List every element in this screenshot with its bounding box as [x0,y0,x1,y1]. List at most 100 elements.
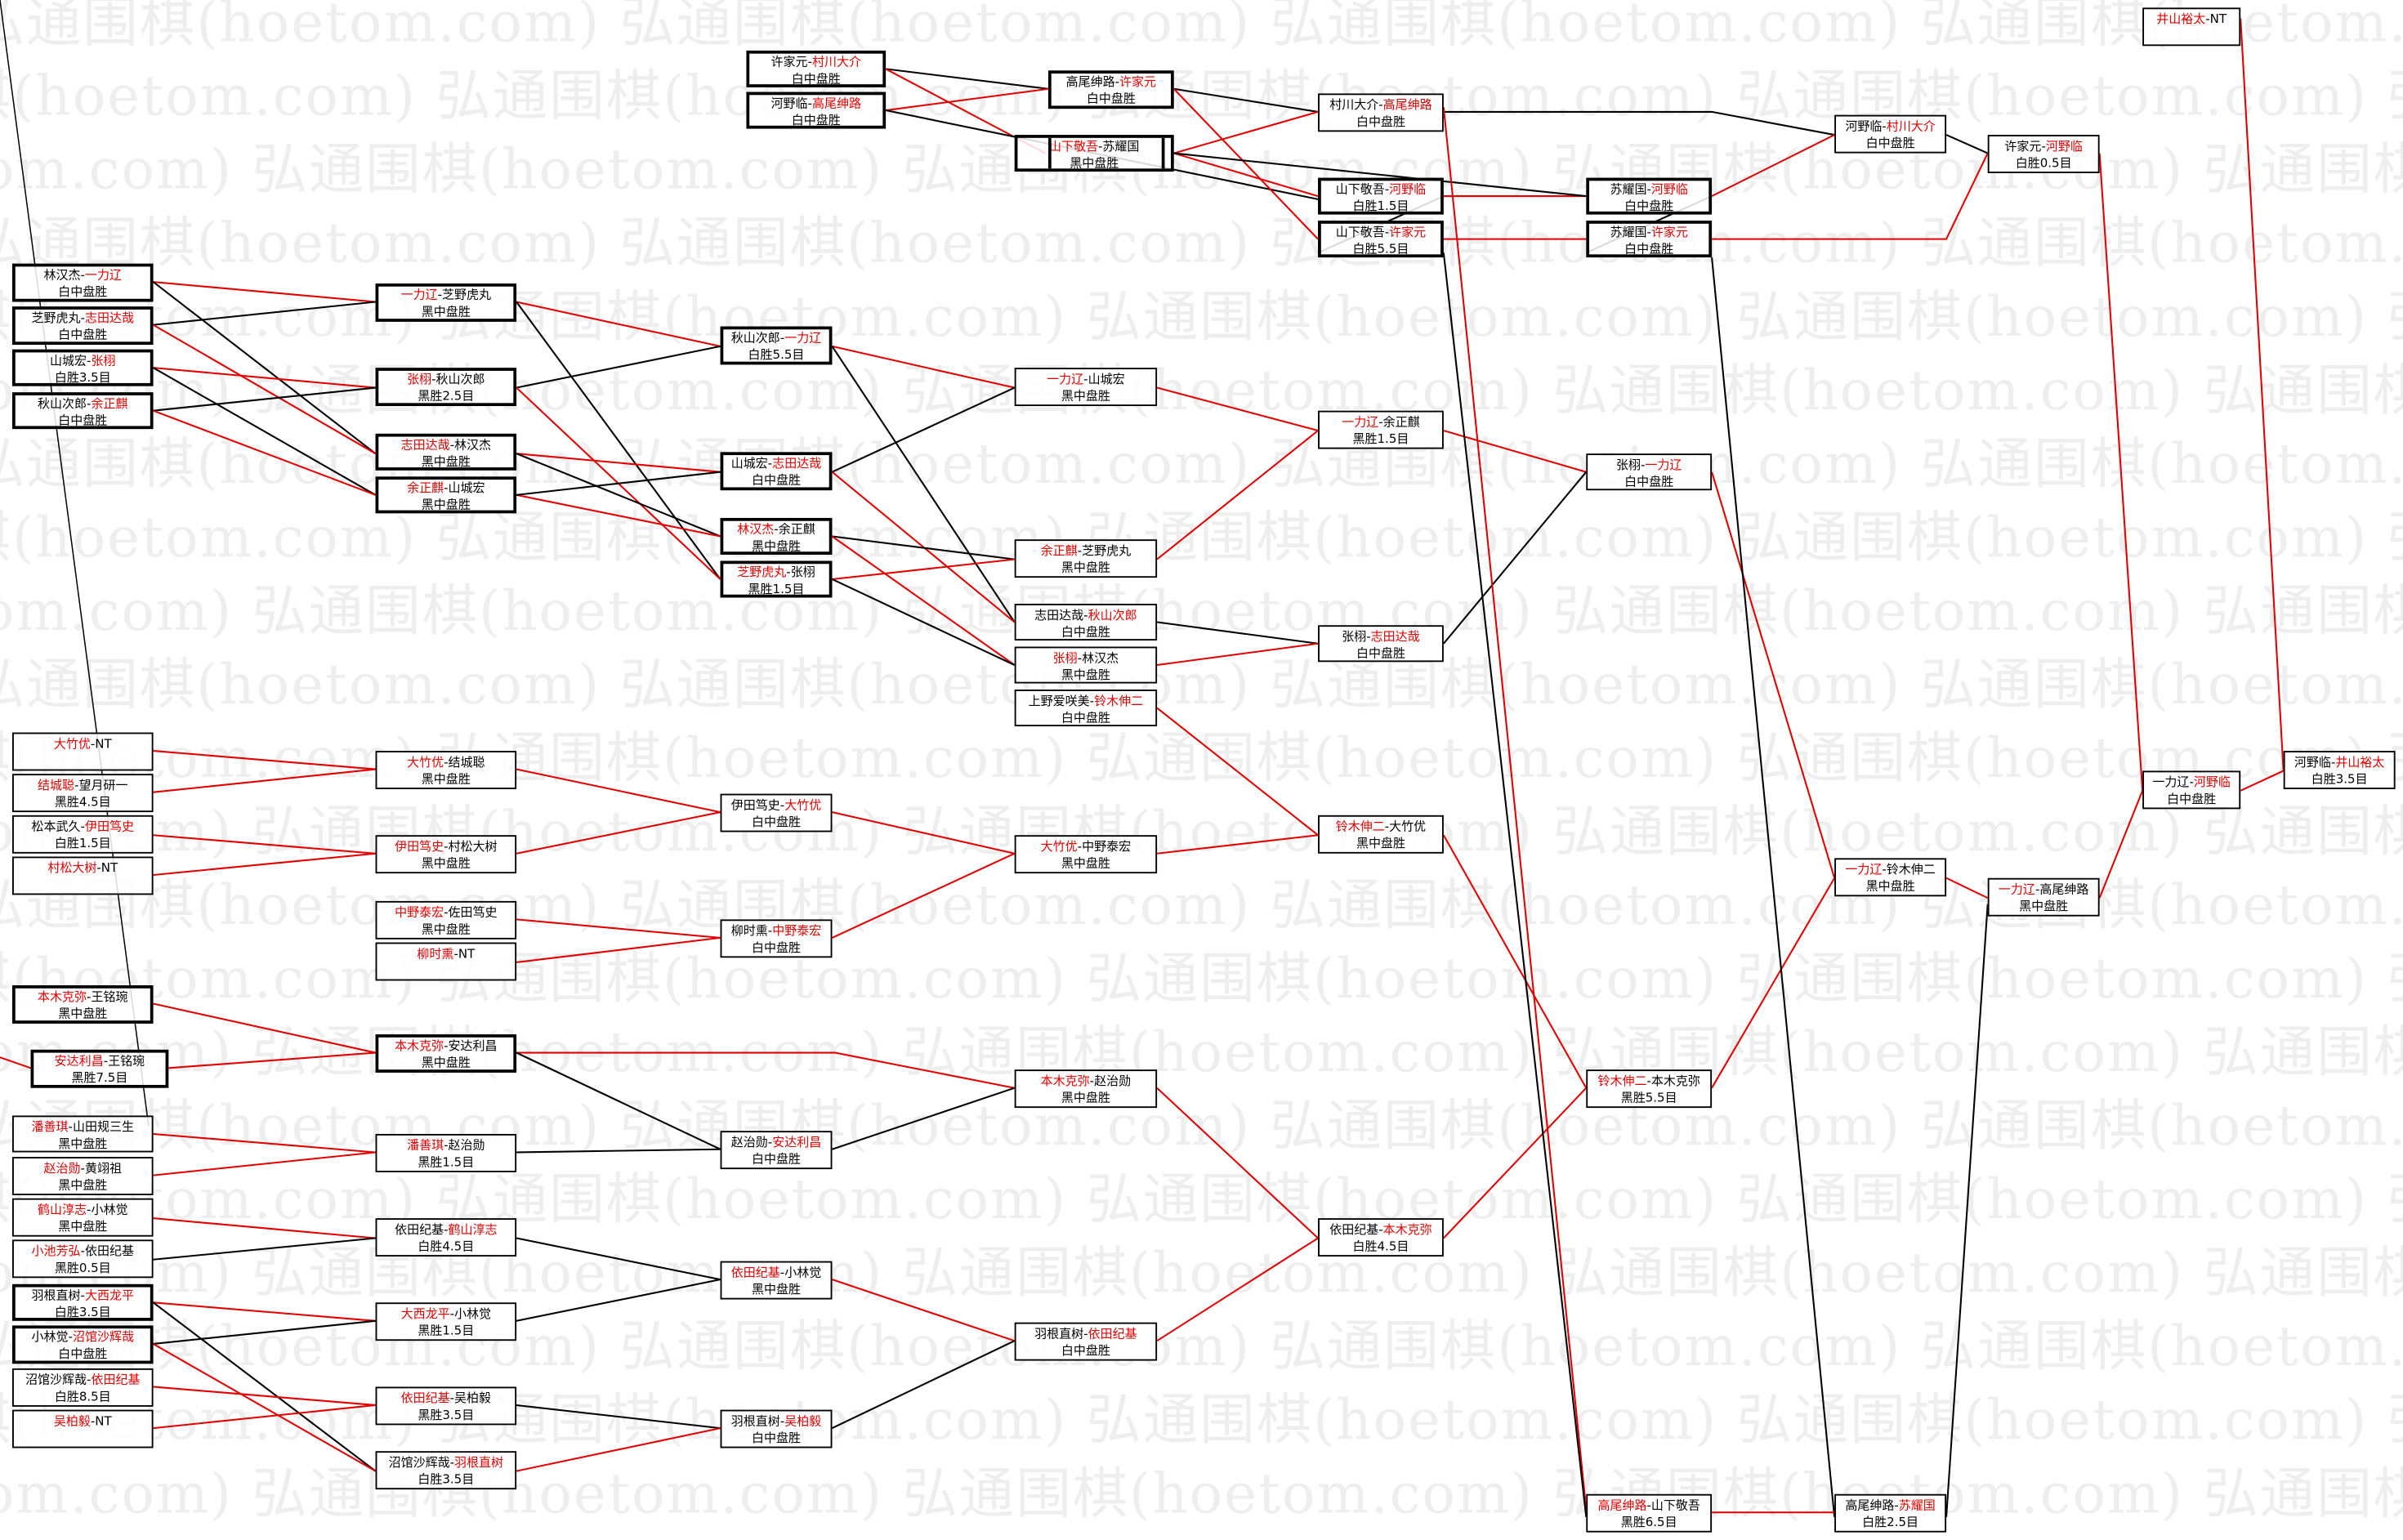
player-first: 中野泰宏 [395,905,444,920]
player-first: 羽根直树 [31,1288,81,1303]
match-players: 松本武久-伊田笃史 [32,819,134,833]
bracket-line [153,852,376,877]
watermark-text: 弘通围棋(hoetom.com) 弘通围棋(hoetom.com) 弘通围棋(h… [0,654,2403,717]
watermark-text: 弘通围棋(hoetom.com) 弘通围棋(hoetom.com) 弘通围棋(h… [0,507,2403,570]
player-separator: - [1077,651,1083,666]
match-result: 白胜2.5目 [1862,1515,1919,1529]
player-separator: - [80,268,85,283]
match-players: 山下敬吾-许家元 [1336,225,1426,239]
bracket-line [1156,1237,1319,1342]
player-second: 志田达哉 [772,456,822,471]
player-separator: - [1083,608,1088,623]
player-first: 河野临 [770,96,808,111]
player-second: 结城聪 [448,755,485,770]
bracket-line [885,68,1049,90]
match-result: 白胜8.5目 [54,1390,111,1404]
player-first: 一力辽 [1047,372,1084,386]
player-separator: - [2035,882,2040,897]
player-first: 柳时熏 [417,947,454,962]
player-separator: - [1083,372,1088,386]
bracket-line [1945,134,1989,154]
match-box: 沼馆沙辉哉-依田纪基白胜8.5目 [12,1368,154,1407]
match-result: 黑中盘胜 [421,1056,471,1070]
bracket-line [153,834,376,855]
match-result: 白胜3.5目 [418,1472,475,1487]
player-first: 张栩 [1342,629,1367,644]
match-box: 潘善琪-山田规三生黑中盘胜 [12,1115,154,1153]
match-box: 安达利昌-王铭琬黑胜7.5目 [30,1049,169,1088]
match-result: 白中盘胜 [752,940,802,955]
match-players: 依田纪基-吴柏毅 [401,1391,491,1405]
bracket-line [831,346,1016,623]
bracket-line [1442,834,1588,1089]
player-second: 一力辽 [784,331,822,346]
player-separator: - [449,438,455,453]
match-result: 黑中盘胜 [752,1282,802,1297]
player-second: 铃木伸二 [1094,694,1144,708]
player-second: NT [95,1414,112,1429]
player-separator: - [1089,1074,1095,1088]
bracket-line [1712,153,1989,240]
match-players: 河野临-井山裕太 [2294,756,2384,770]
bracket-line [1173,152,1587,198]
bracket-line [152,281,377,455]
player-first: 潘善琪 [407,1138,444,1153]
match-players: 伊田笃史-村松大树 [395,840,497,854]
bracket-line [516,811,721,855]
bracket-line [832,852,1016,939]
match-box: 上野爱咲美-铃木伸二白中盘胜 [1014,690,1158,727]
match-result: 白胜3.5目 [2311,772,2368,787]
match-result: 白胜1.5目 [1352,199,1409,213]
bracket-line [516,1148,721,1154]
match-box: 苏耀国-河野临白中盘胜 [1586,177,1713,215]
match-box: 秋山次郎-一力辽白胜5.5目 [720,326,833,365]
player-separator: - [1646,1498,1651,1513]
player-second: 余正麒 [1382,415,1420,430]
match-players: 吴柏毅-NT [54,1414,112,1428]
watermark-text: 弘通围棋(hoetom.com) 弘通围棋(hoetom.com) 弘通围棋(h… [0,0,2403,56]
player-second: 一力辽 [1645,458,1682,472]
player-first: 余正麒 [407,480,444,495]
bracket-line [153,281,376,303]
player-first: 芝野虎丸 [31,310,81,325]
match-box: 松本武久-伊田笃史白胜1.5目 [12,815,154,854]
bracket-line [153,1151,376,1176]
player-second: 高尾绅路 [811,96,861,111]
player-separator: - [80,310,85,325]
player-second: 依田纪基 [91,1373,141,1387]
bracket-line [832,578,1016,666]
match-players: 沼馆沙辉哉-依田纪基 [25,1373,140,1387]
match-result: 黑中盘胜 [1061,1091,1110,1105]
bracket-line [1173,110,1319,154]
match-box: 本木克弥-王铭琬黑中盘胜 [12,985,154,1024]
player-separator: - [444,755,449,770]
match-players: 林汉杰-一力辽 [44,268,122,282]
match-box: 余正麒-山城宏黑中盘胜 [375,476,517,514]
player-separator: - [1882,119,1887,134]
bracket-line [516,936,721,963]
player-second: 小林觉 [454,1306,492,1321]
player-first: 一力辽 [1342,415,1379,430]
player-separator: - [68,1120,73,1134]
match-result: 黑中盘胜 [1061,389,1110,404]
match-result: 黑中盘胜 [2019,899,2069,913]
player-first: 小池芳弘 [31,1244,81,1258]
player-second: 鹤山淳志 [448,1222,498,1237]
match-players: 井山裕太-NT [2156,12,2227,26]
match-result: 白中盘胜 [791,72,841,87]
bracket-line [832,811,1015,855]
match-box: 羽根直树-大西龙平白胜3.5目 [12,1283,154,1321]
bracket-line [516,918,721,939]
match-box: 羽根直树-吴柏毅白中盘胜 [720,1409,833,1448]
player-second: NT [458,947,476,962]
match-result: 黑中盘胜 [421,498,471,512]
player-separator: - [449,1391,455,1405]
player-separator: - [80,1244,85,1258]
match-box: 芝野虎丸-志田达哉白中盘胜 [12,306,154,346]
match-box: 秋山次郎-余正麒白中盘胜 [12,392,154,430]
player-second: 王铭琬 [108,1054,145,1069]
bracket-line [516,301,721,347]
match-players: 本木克弥-王铭琬 [38,990,127,1004]
match-players: 许家元-河野临 [2004,140,2082,154]
match-players: 张栩-一力辽 [1616,458,1682,472]
